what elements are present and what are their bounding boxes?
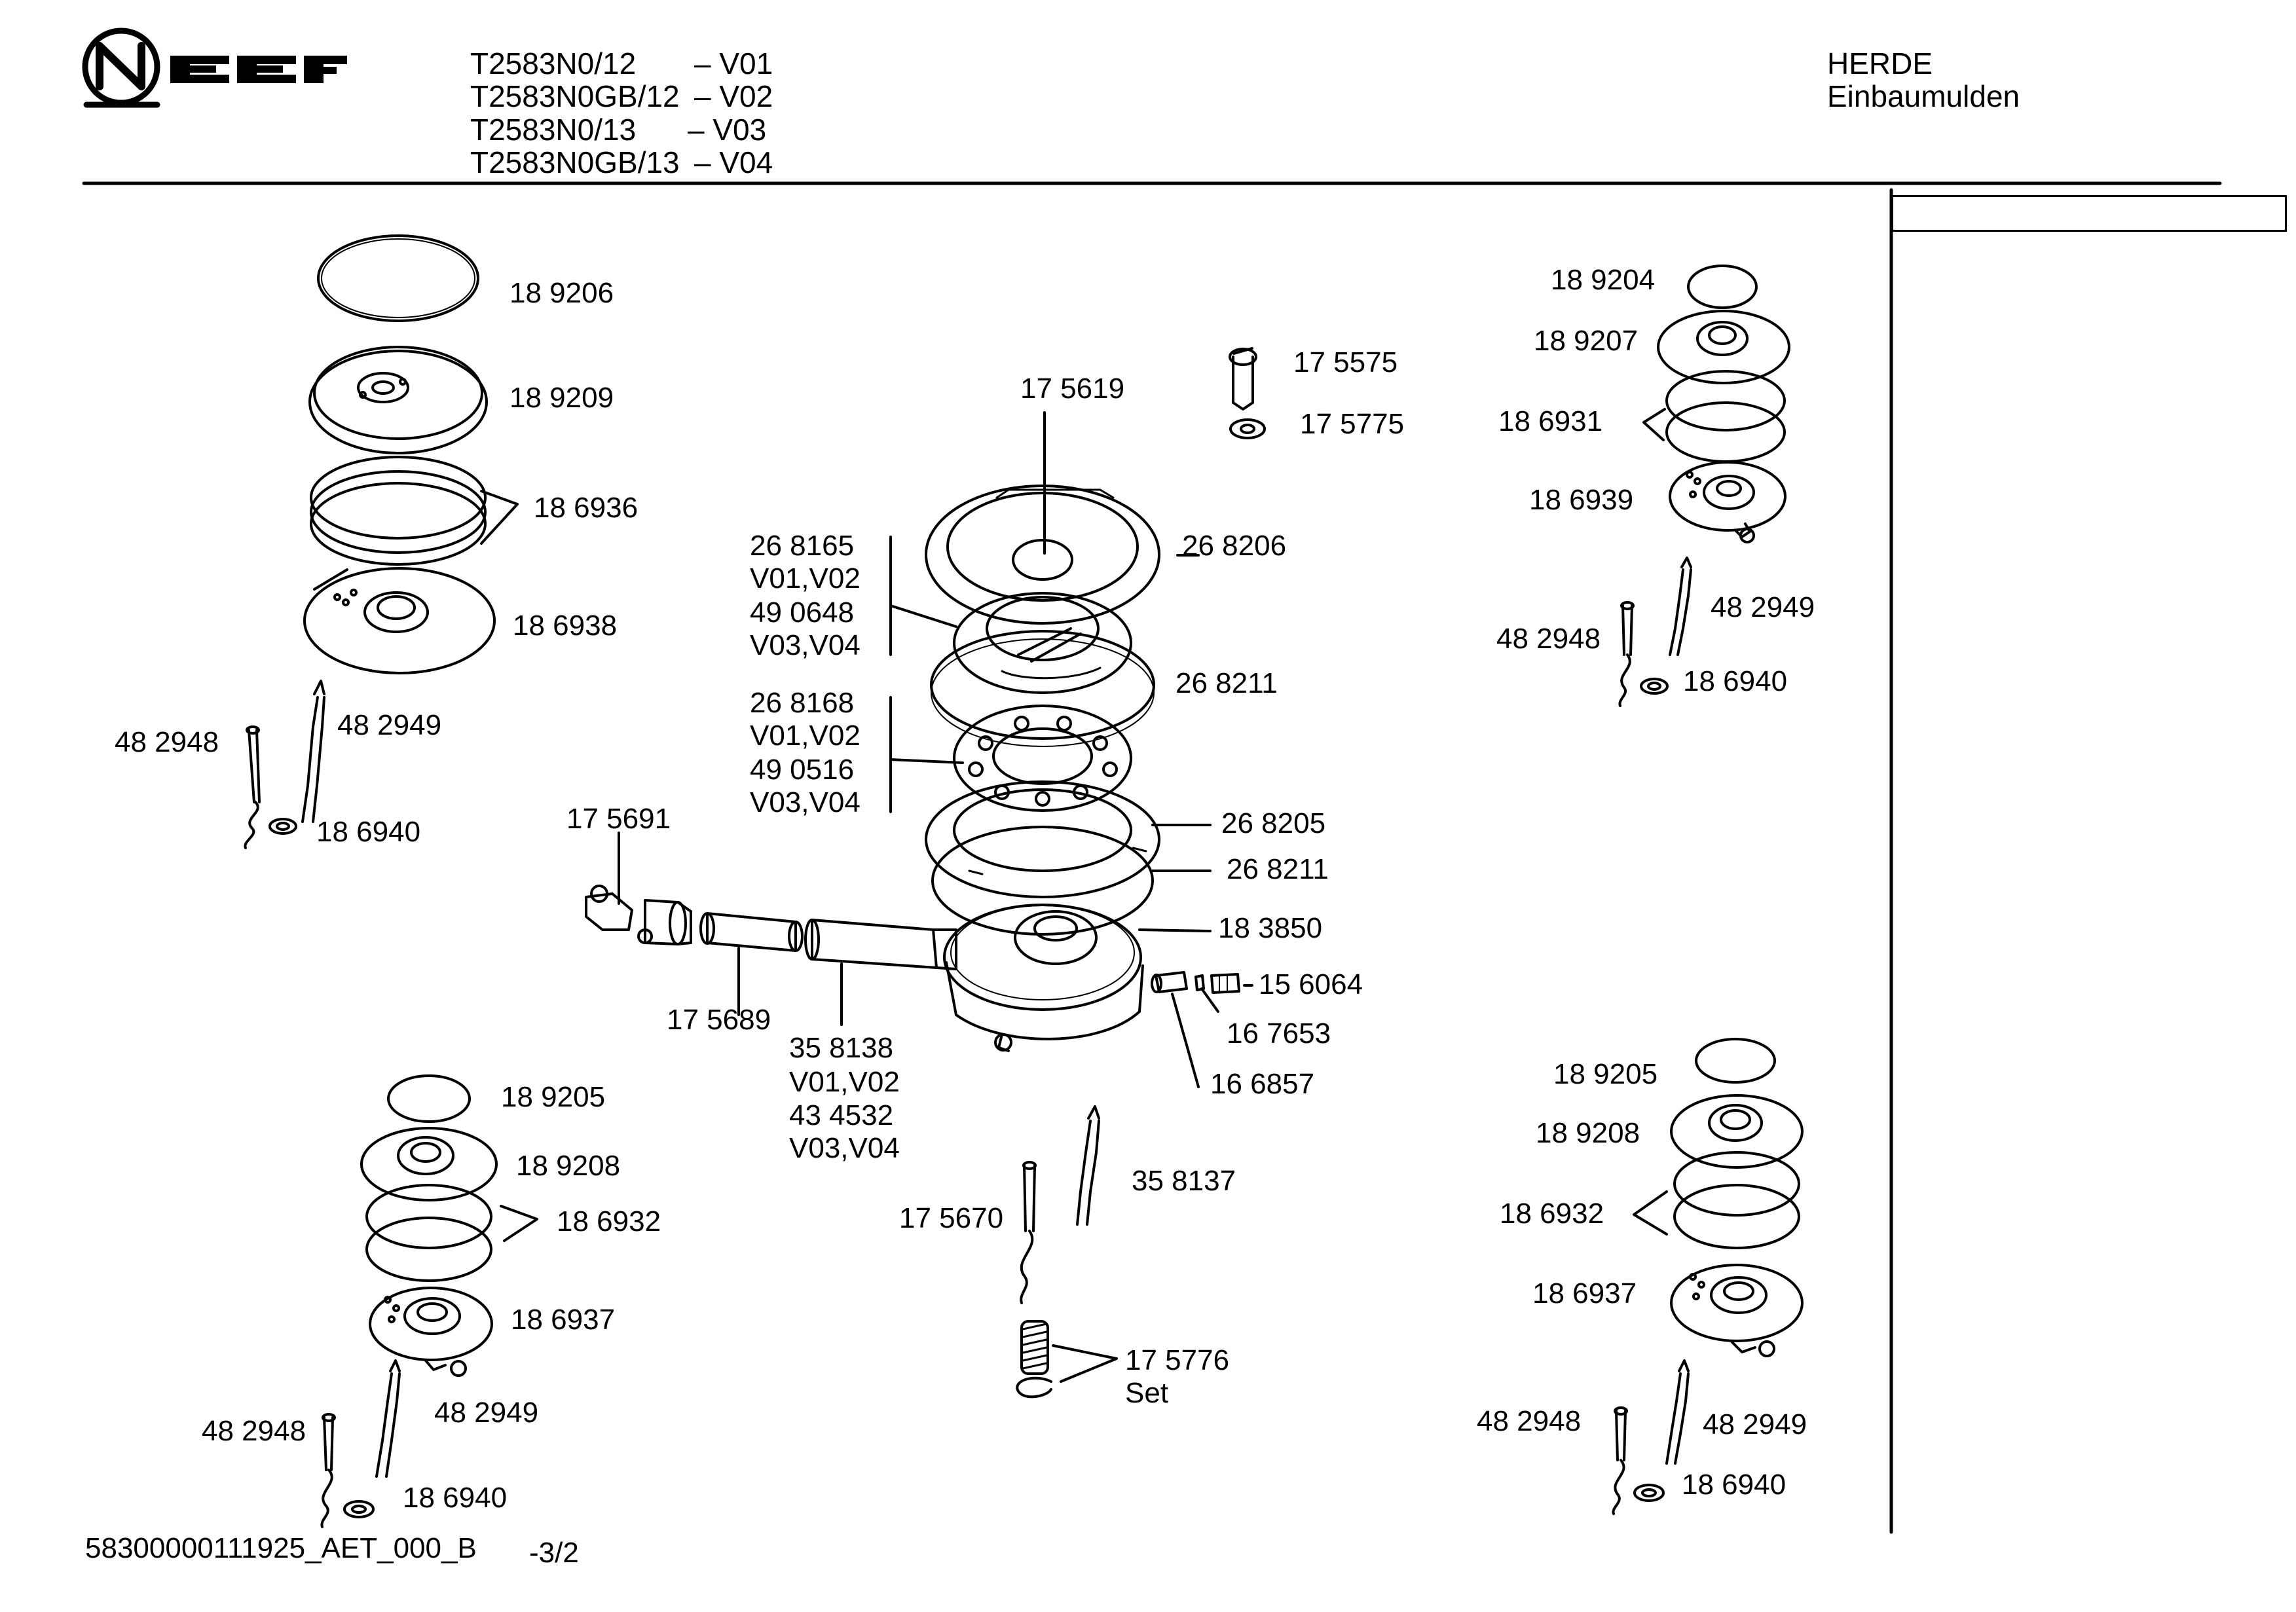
part-label: 48 2948: [1477, 1405, 1581, 1437]
part-label: 48 2949: [434, 1397, 538, 1429]
part-label: 43 4532: [789, 1099, 893, 1131]
part-label: V03,V04: [789, 1132, 900, 1164]
part-label: 18 6936: [534, 492, 638, 524]
part-label: 48 2949: [1711, 591, 1815, 623]
part-label: 49 0516: [750, 754, 854, 786]
part-label: 16 7653: [1227, 1017, 1331, 1050]
brand-logo: [82, 27, 347, 108]
part-label: 17 5691: [566, 803, 671, 835]
burner-assembly-center: [585, 347, 1266, 1399]
part-label: Set: [1125, 1377, 1168, 1409]
burner-assembly-top-right: [1618, 265, 1790, 707]
document-id: 58300000111925_AET_000_B: [85, 1532, 477, 1564]
category-label: HERDE: [1827, 46, 1933, 81]
version-2: – V02: [694, 79, 773, 113]
part-label: 49 0648: [750, 596, 854, 629]
part-label: 18 9206: [509, 277, 614, 309]
version-4: – V04: [694, 145, 773, 179]
part-label: 26 8211: [1176, 667, 1278, 699]
part-label: 18 6939: [1529, 484, 1633, 516]
part-label: 18 9209: [509, 382, 614, 414]
part-labels: 18 9206 18 9209 18 6936 18 6938 48 2948 …: [115, 264, 1815, 1514]
part-label: 18 6940: [316, 816, 420, 848]
part-label: 18 6938: [513, 610, 617, 642]
part-label: 17 5689: [667, 1004, 771, 1036]
part-label: 48 2949: [1703, 1408, 1807, 1440]
part-label: 16 6857: [1210, 1068, 1314, 1100]
part-label: 35 8137: [1132, 1165, 1236, 1197]
part-label: 26 8205: [1221, 807, 1325, 839]
part-label: 18 6931: [1498, 405, 1602, 437]
part-label: 18 9208: [516, 1150, 620, 1182]
part-label: 48 2948: [115, 726, 219, 758]
part-label: 48 2948: [1496, 623, 1601, 655]
part-label: 17 5575: [1293, 346, 1398, 378]
part-label: 17 5619: [1020, 373, 1124, 405]
version-1: – V01: [694, 46, 773, 81]
model-3: T2583N0/13: [470, 113, 637, 147]
burner-assembly-bottom-left: [320, 1074, 538, 1528]
model-1: T2583N0/12: [470, 46, 637, 81]
part-label: 18 6940: [1683, 665, 1787, 697]
burner-assembly-top-left: [244, 234, 519, 849]
part-label: V01,V02: [750, 562, 861, 595]
part-label: 26 8168: [750, 687, 854, 719]
part-label: 26 8211: [1227, 853, 1329, 885]
model-4: T2583N0GB/13: [470, 145, 680, 179]
part-label: V01,V02: [750, 720, 861, 752]
burner-assembly-bottom-right: [1612, 1038, 1804, 1515]
part-label: V01,V02: [789, 1066, 900, 1098]
part-label: 18 3850: [1218, 912, 1322, 944]
part-label: 18 6940: [403, 1482, 507, 1514]
part-label: V03,V04: [750, 786, 861, 818]
part-label: 18 6937: [1532, 1277, 1637, 1310]
part-label: 15 6064: [1259, 968, 1363, 1000]
part-label: 26 8206: [1182, 530, 1286, 562]
part-label: 18 9208: [1536, 1117, 1640, 1149]
part-label: 17 5670: [899, 1202, 1003, 1234]
part-label: 18 6940: [1682, 1469, 1786, 1501]
part-label: 17 5775: [1300, 408, 1404, 440]
part-label: 35 8138: [789, 1032, 893, 1064]
part-label: 18 6937: [511, 1304, 615, 1336]
page-number: -3/2: [529, 1537, 579, 1569]
version-3: – V03: [688, 113, 767, 147]
part-label: V03,V04: [750, 629, 861, 661]
part-label: 18 9204: [1551, 264, 1655, 296]
subcategory-label: Einbaumulden: [1827, 79, 2020, 113]
model-2: T2583N0GB/12: [470, 79, 680, 113]
part-label: 17 5776: [1125, 1344, 1229, 1376]
part-label: 18 6932: [1500, 1198, 1604, 1230]
part-label: 48 2948: [202, 1415, 306, 1447]
part-label: 18 9205: [501, 1081, 605, 1113]
part-label: 26 8165: [750, 530, 854, 562]
part-label: 18 9207: [1534, 325, 1638, 357]
part-label: 18 6932: [557, 1205, 661, 1237]
part-label: 48 2949: [337, 709, 441, 741]
part-label: 18 9205: [1553, 1058, 1657, 1090]
